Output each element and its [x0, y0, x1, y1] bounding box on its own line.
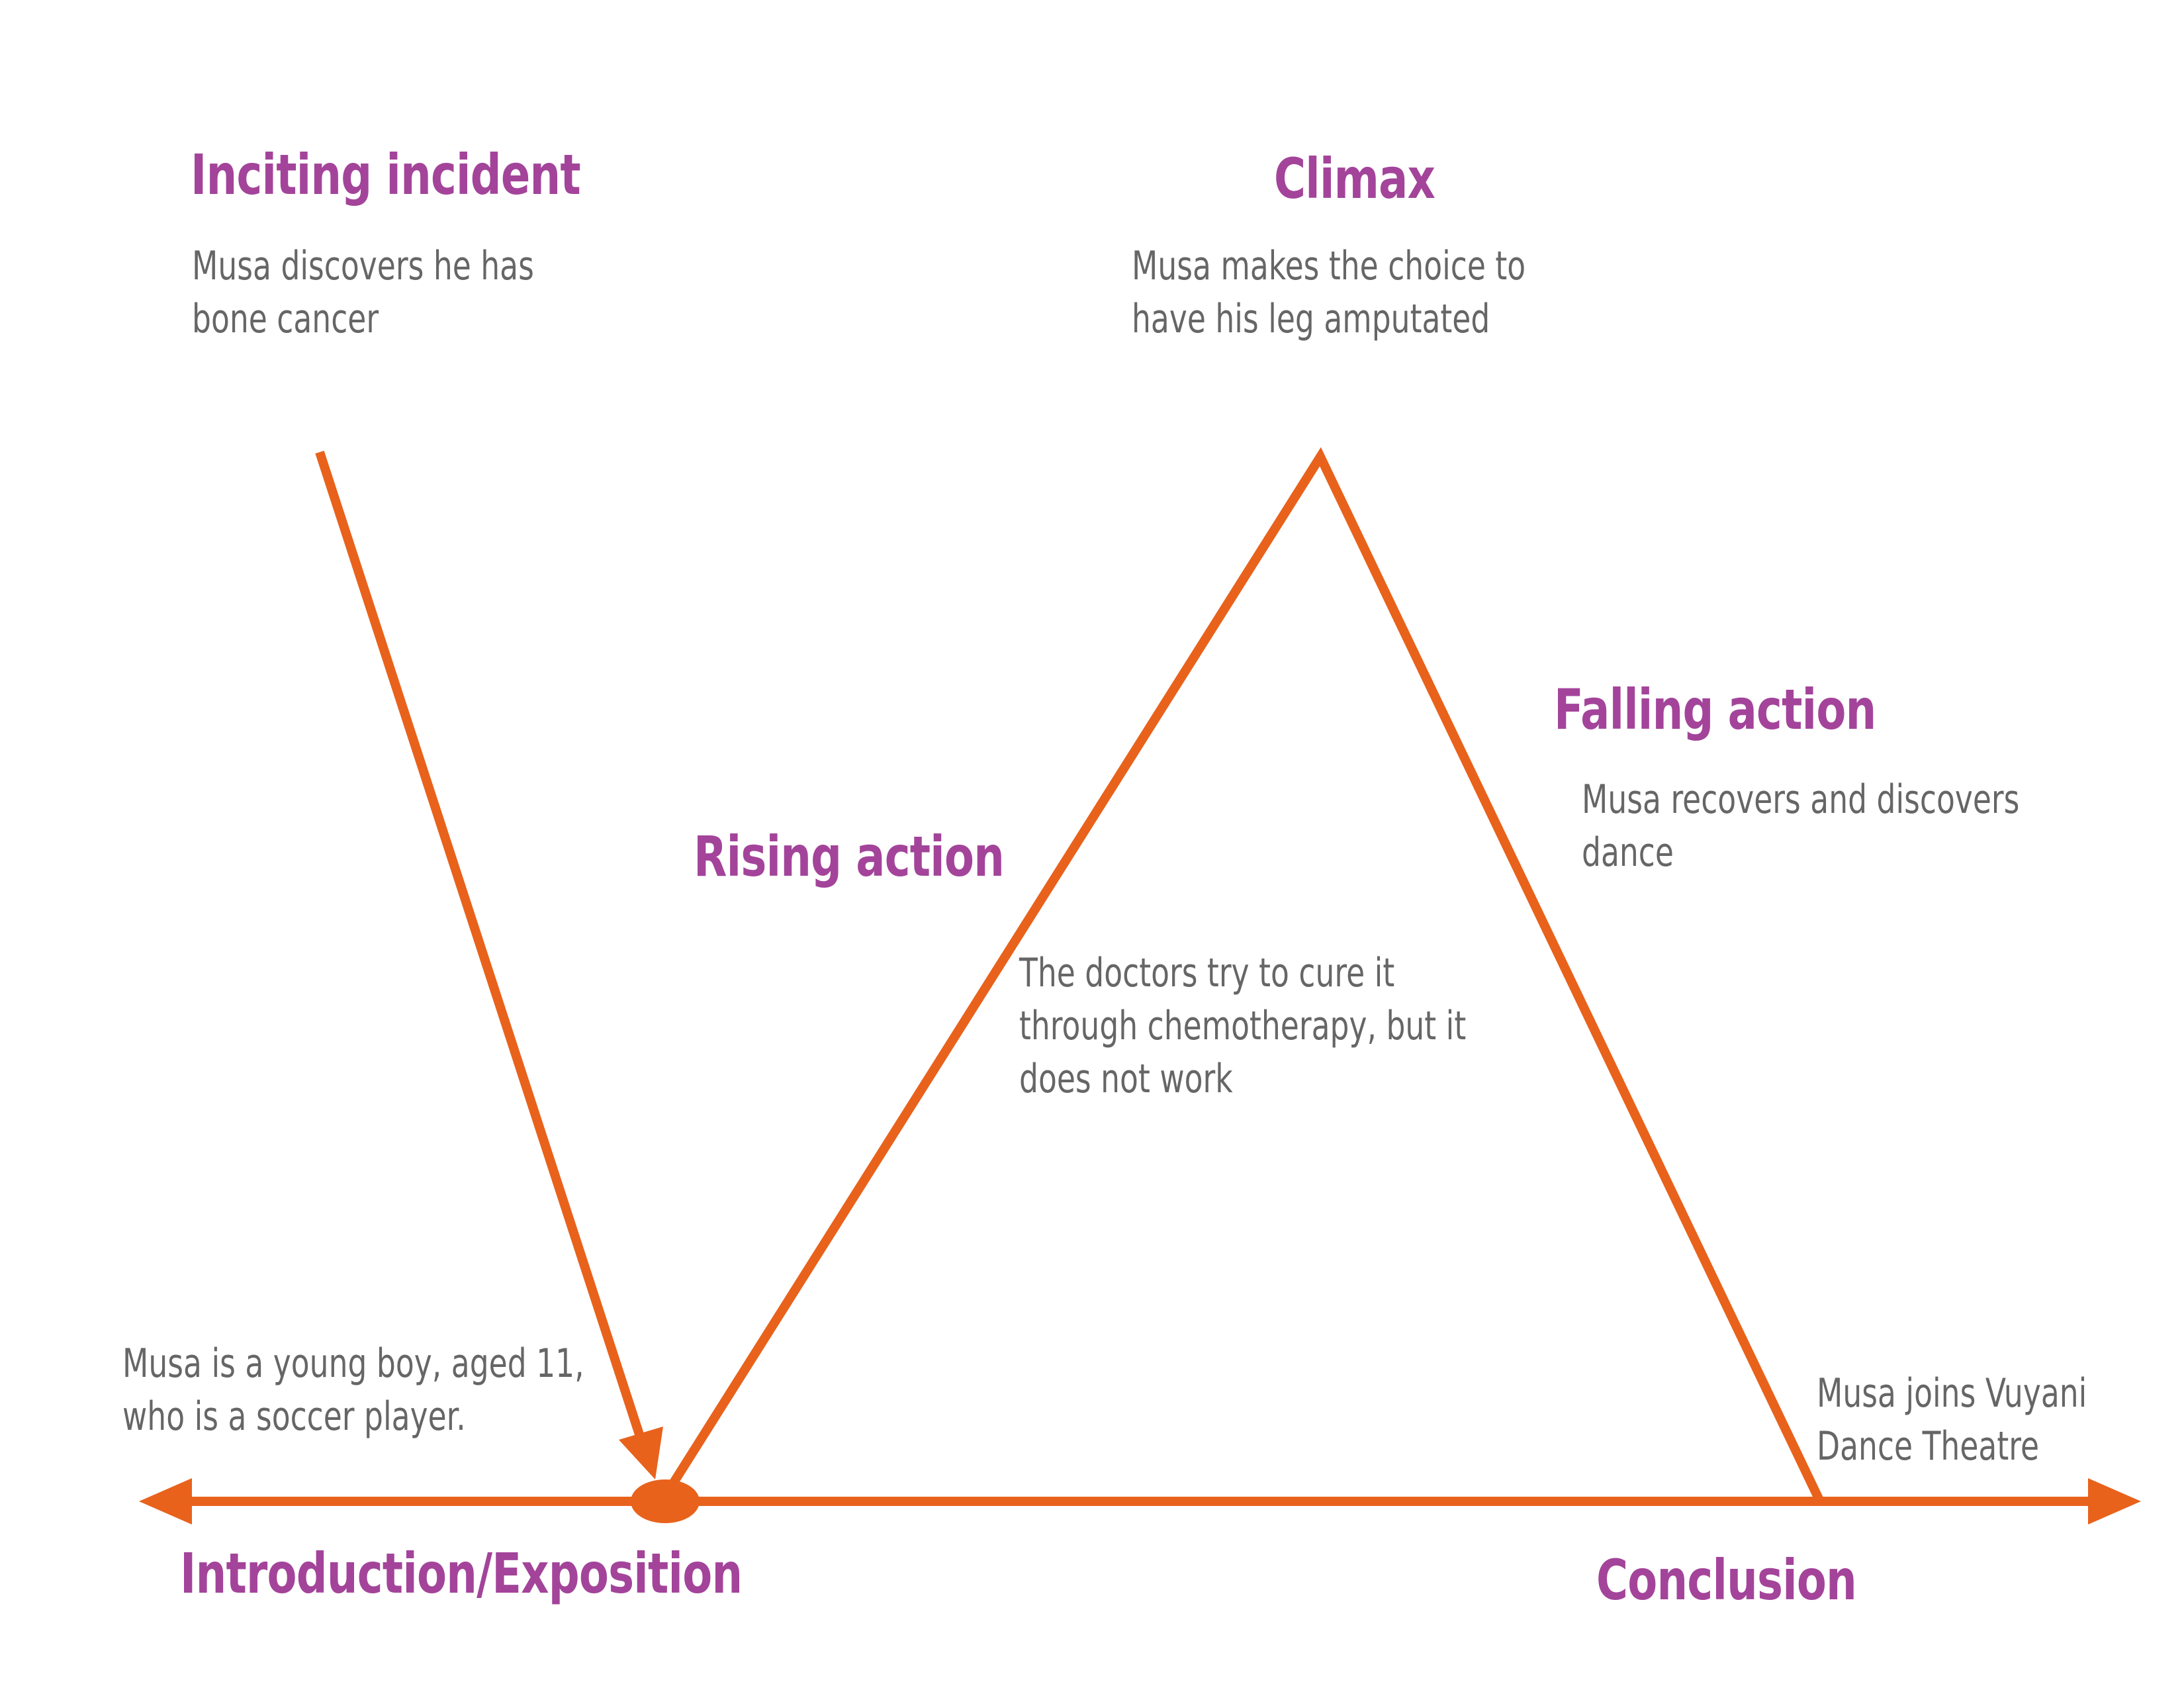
rising-action-line: through chemotherapy, but it — [1019, 1003, 1467, 1049]
rising-action-line: The doctors try to cure it — [1019, 950, 1395, 996]
falling-action-line: dance — [1582, 829, 1674, 876]
exposition-heading: Introduction/Exposition — [180, 1541, 743, 1606]
inciting-incident-heading: Inciting incident — [191, 142, 581, 207]
falling-action-description: Musa recovers and discovers dance — [1582, 773, 2019, 879]
rising-action-description: The doctors try to cure it through chemo… — [1019, 947, 1466, 1105]
climax-heading: Climax — [1274, 146, 1435, 211]
conclusion-heading: Conclusion — [1596, 1548, 1857, 1613]
inciting-incident-arrow — [315, 450, 645, 1438]
left-arrowhead — [139, 1478, 192, 1524]
inciting-incident-line: Musa discovers he has — [192, 243, 534, 289]
plot-mountain-line — [658, 447, 1825, 1504]
exposition-line: Musa is a young boy, aged 11, — [122, 1340, 584, 1387]
climax-line: Musa makes the choice to — [1132, 243, 1526, 289]
climax-line: have his leg amputated — [1132, 296, 1490, 342]
right-arrowhead — [2088, 1478, 2141, 1524]
inciting-incident-line: bone cancer — [192, 296, 379, 342]
falling-action-heading: Falling action — [1554, 677, 1876, 742]
rising-action-line: does not work — [1019, 1056, 1233, 1102]
rising-action-heading: Rising action — [694, 824, 1005, 889]
falling-action-line: Musa recovers and discovers — [1582, 776, 2020, 823]
conclusion-line: Dance Theatre — [1817, 1423, 2040, 1470]
inciting-incident-description: Musa discovers he has bone cancer — [192, 240, 534, 346]
exposition-point — [631, 1479, 700, 1523]
inciting-incident-arrowhead — [619, 1427, 663, 1479]
exposition-line: who is a soccer player. — [122, 1393, 466, 1440]
conclusion-description: Musa joins Vuyani Dance Theatre — [1817, 1367, 2087, 1473]
conclusion-line: Musa joins Vuyani — [1817, 1370, 2087, 1417]
climax-description: Musa makes the choice to have his leg am… — [1132, 240, 1525, 346]
exposition-description: Musa is a young boy, aged 11, who is a s… — [122, 1337, 584, 1443]
